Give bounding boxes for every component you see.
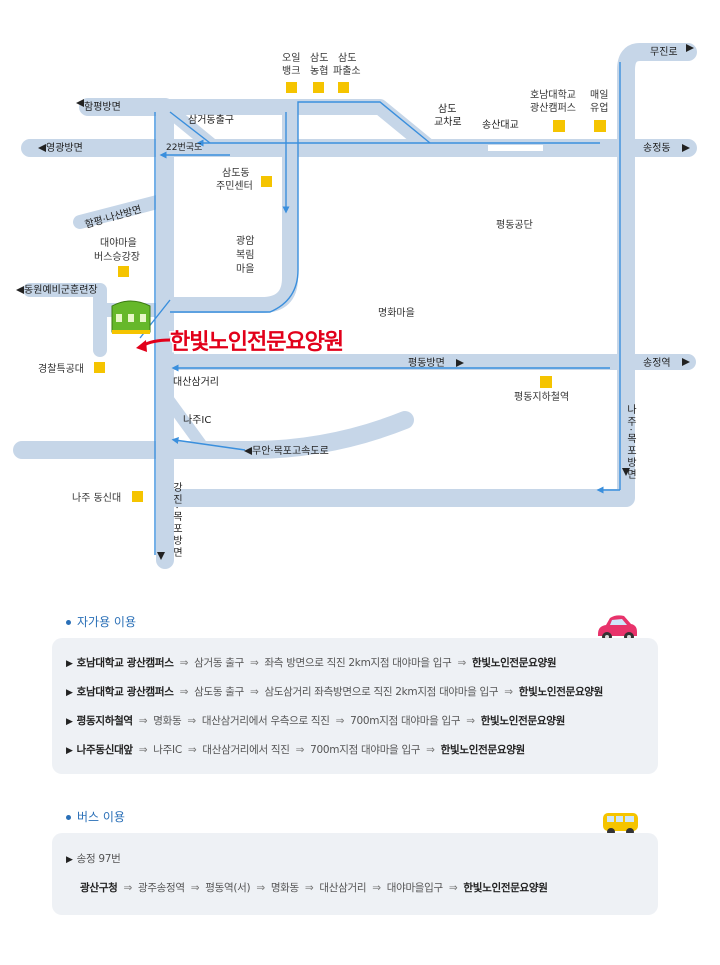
arrow-right-icon: [456, 359, 464, 367]
label-songjeong-dong: 송정동: [643, 142, 671, 154]
marker-icon: [313, 82, 324, 93]
label-daesan: 대산삼거리: [173, 376, 219, 388]
car-section-title: 자가용 이용: [66, 613, 136, 630]
car-route-2: ▶호남대학교 광산캠퍼스⇒삼도동 출구⇒삼도삼거리 좌측방면으로 직진 2km지…: [66, 686, 604, 698]
landmark-naju-dongsin: 나주 동신대: [72, 492, 121, 504]
marker-icon: [594, 120, 606, 132]
marker-icon: [94, 362, 105, 373]
landmark-oil-bank-1: 오일: [282, 52, 300, 64]
label-pyeongdong-direction: 평동방면: [408, 357, 445, 369]
bus-section-title: 버스 이용: [66, 808, 125, 825]
marker-icon: [118, 266, 129, 277]
marker-icon: [286, 82, 297, 93]
landmark-honam-2: 광산캠퍼스: [530, 102, 576, 114]
landmark-nonghyup-1: 삼도: [310, 52, 328, 64]
road-labels: 함평방면 영광방면 함평·나산방면 동원예비군훈련장 송정동 송정역 무진로 평…: [24, 46, 678, 457]
landmark-police-unit: 경찰특공대: [38, 362, 84, 375]
arrow-right-icon: [682, 144, 690, 152]
label-naju-mokpo: 나주·목포방면: [625, 404, 637, 481]
destination-arrow-icon: [136, 340, 147, 352]
marker-icon: [540, 376, 552, 388]
label-songjeong-station: 송정역: [643, 357, 671, 369]
label-mujinro: 무진로: [650, 46, 678, 58]
landmark-pyeongdong-industrial: 평동공단: [496, 219, 533, 231]
bus-routes-box: ▶송정 97번 광산구청⇒광주송정역⇒평동역(서)⇒명화동⇒대산삼거리⇒대야마을…: [52, 833, 658, 915]
bullet-arrow-icon: ▶: [66, 746, 73, 756]
landmark-police-1: 삼도: [338, 52, 356, 64]
label-gangjin-mokpo: 강진·목포방면: [171, 482, 183, 559]
arrow-left-icon: [244, 447, 252, 455]
marker-icon: [132, 491, 143, 502]
location-map: 함평방면 영광방면 함평·나산방면 동원예비군훈련장 송정동 송정역 무진로 평…: [13, 43, 697, 569]
bullet-arrow-icon: ▶: [66, 717, 73, 727]
bullet-icon: [66, 815, 71, 820]
label-route22: 22번국도: [166, 142, 202, 153]
route-lines: [139, 62, 621, 555]
car-route-1: ▶호남대학교 광산캠퍼스⇒삼거동 출구⇒좌측 방면으로 직진 2km지점 대야마…: [66, 657, 557, 669]
direction-arrows: [16, 44, 694, 560]
landmark-oil-bank-2: 뱅크: [282, 65, 300, 77]
car-route-3: ▶평동지하철역⇒명화동⇒대산삼거리에서 우측으로 직진⇒700m지점 대야마을 …: [66, 715, 565, 727]
label-naju-ic: 나주IC: [183, 414, 211, 426]
landmark-daeya-bus-1: 대야마을: [100, 237, 137, 249]
bullet-arrow-icon: ▶: [66, 855, 73, 865]
landmark-nonghyup-2: 농협: [310, 64, 328, 77]
label-samdo-intersection-1: 삼도: [438, 103, 456, 115]
landmark-daeya-bus-2: 버스승강장: [94, 251, 140, 263]
arrow-left-icon: [38, 144, 46, 152]
car-route-4: ▶나주동신대앞⇒나주IC⇒대산삼거리에서 직진⇒700m지점 대야마을 입구⇒한…: [66, 744, 525, 756]
bullet-arrow-icon: ▶: [66, 688, 73, 698]
landmark-police-2: 파출소: [333, 65, 361, 77]
bus-line: ▶송정 97번: [66, 853, 121, 865]
label-samdo-intersection-2: 교차로: [434, 116, 462, 128]
bullet-arrow-icon: ▶: [66, 659, 73, 669]
label-muan-mokpo: 무안·목포고속도로: [252, 445, 329, 457]
arrow-down-icon: [622, 468, 630, 476]
bus-route: 광산구청⇒광주송정역⇒평동역(서)⇒명화동⇒대산삼거리⇒대야마을입구⇒한빛노인전…: [80, 882, 548, 894]
marker-icon: [261, 176, 272, 187]
arrow-left-icon: [76, 99, 84, 107]
marker-icon: [553, 120, 565, 132]
landmark-honam-1: 호남대학교: [530, 89, 576, 101]
marker-icon: [338, 82, 349, 93]
label-songsan-bridge: 송산대교: [482, 119, 519, 131]
bullet-icon: [66, 620, 71, 625]
landmark-pyeongdong-station: 평동지하철역: [514, 390, 569, 403]
label-dongwon: 동원예비군훈련장: [24, 283, 98, 296]
landmark-myeonghwa: 명화마을: [378, 307, 415, 319]
arrow-right-icon: [682, 358, 690, 366]
car-routes-box: ▶호남대학교 광산캠퍼스⇒삼거동 출구⇒좌측 방면으로 직진 2km지점 대야마…: [52, 638, 658, 774]
landmark-samdo-center-2: 주민센터: [216, 180, 253, 192]
landmark-samdo-center-1: 삼도동: [222, 167, 250, 179]
landmark-maeil-2: 유업: [590, 101, 608, 114]
arrow-right-icon: [686, 44, 694, 52]
bridge-segment: [488, 145, 543, 151]
vertical-labels: 강진·목포방면 나주·목포방면: [171, 404, 637, 559]
destination-label: 한빛노인전문요양원: [170, 330, 343, 355]
landmark-gwangam-3: 마을: [236, 263, 254, 275]
landmark-maeil-1: 매일: [590, 89, 608, 101]
landmark-gwangam-2: 복림: [236, 249, 254, 261]
label-samgeo-exit: 삼거동출구: [188, 114, 234, 126]
arrow-down-icon: [157, 552, 165, 560]
destination-building-icon: [111, 300, 151, 334]
arrow-left-icon: [16, 286, 24, 294]
landmark-gwangam-1: 광암: [236, 235, 254, 247]
label-hampyeong: 함평방면: [84, 101, 121, 113]
landmarks: 오일 뱅크 삼도 농협 삼도 파출소 호남대학교 광산캠퍼스 매일 유업 삼도동…: [38, 52, 608, 504]
label-yeonggwang: 영광방면: [46, 142, 83, 154]
